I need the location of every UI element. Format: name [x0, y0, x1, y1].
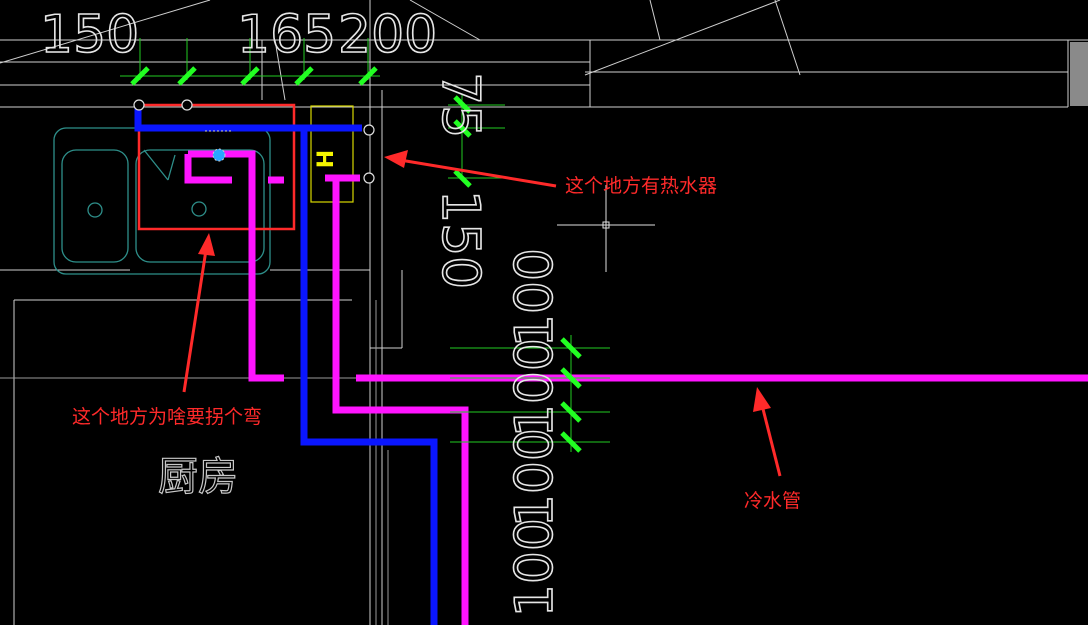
- dimension-line-right-lower: 100 100 100 100: [450, 247, 610, 618]
- dimension-line-top: 150 165 200: [39, 4, 438, 86]
- blue-water-pipe: [134, 108, 438, 625]
- water-heater-symbol: H: [310, 105, 354, 203]
- dim-lower-100-d: 100: [505, 518, 565, 617]
- dimension-line-right-upper: 75 150: [429, 71, 505, 290]
- dim-right-75: 75: [430, 72, 490, 138]
- annotation-water-heater: 这个地方有热水器: [565, 175, 717, 197]
- room-label-kitchen: 厨房: [158, 454, 238, 500]
- faucet-point: [205, 130, 232, 162]
- crosshair-cursor: [557, 185, 655, 272]
- annotation-cold-pipe: 冷水管: [744, 490, 801, 512]
- scrollbar-thumb[interactable]: [1070, 42, 1088, 106]
- pipe-fittings: [133, 99, 375, 184]
- dim-top-150: 150: [40, 5, 139, 65]
- annotation-arrows: [182, 150, 782, 477]
- heater-label: H: [314, 150, 339, 168]
- hot-water-pipe: [184, 150, 469, 625]
- dim-lower-100-b: 100: [505, 338, 565, 437]
- annotation-why-bend: 这个地方为啥要拐个弯: [72, 406, 262, 428]
- dim-top-165: 165: [237, 5, 336, 65]
- kitchen-sink: [53, 127, 271, 275]
- dim-lower-100-c: 100: [505, 428, 565, 527]
- dim-right-150: 150: [430, 190, 490, 289]
- dim-lower-100-a: 100: [505, 248, 565, 347]
- annotation-box-bend-area: [137, 103, 296, 231]
- dim-top-200: 200: [338, 5, 437, 65]
